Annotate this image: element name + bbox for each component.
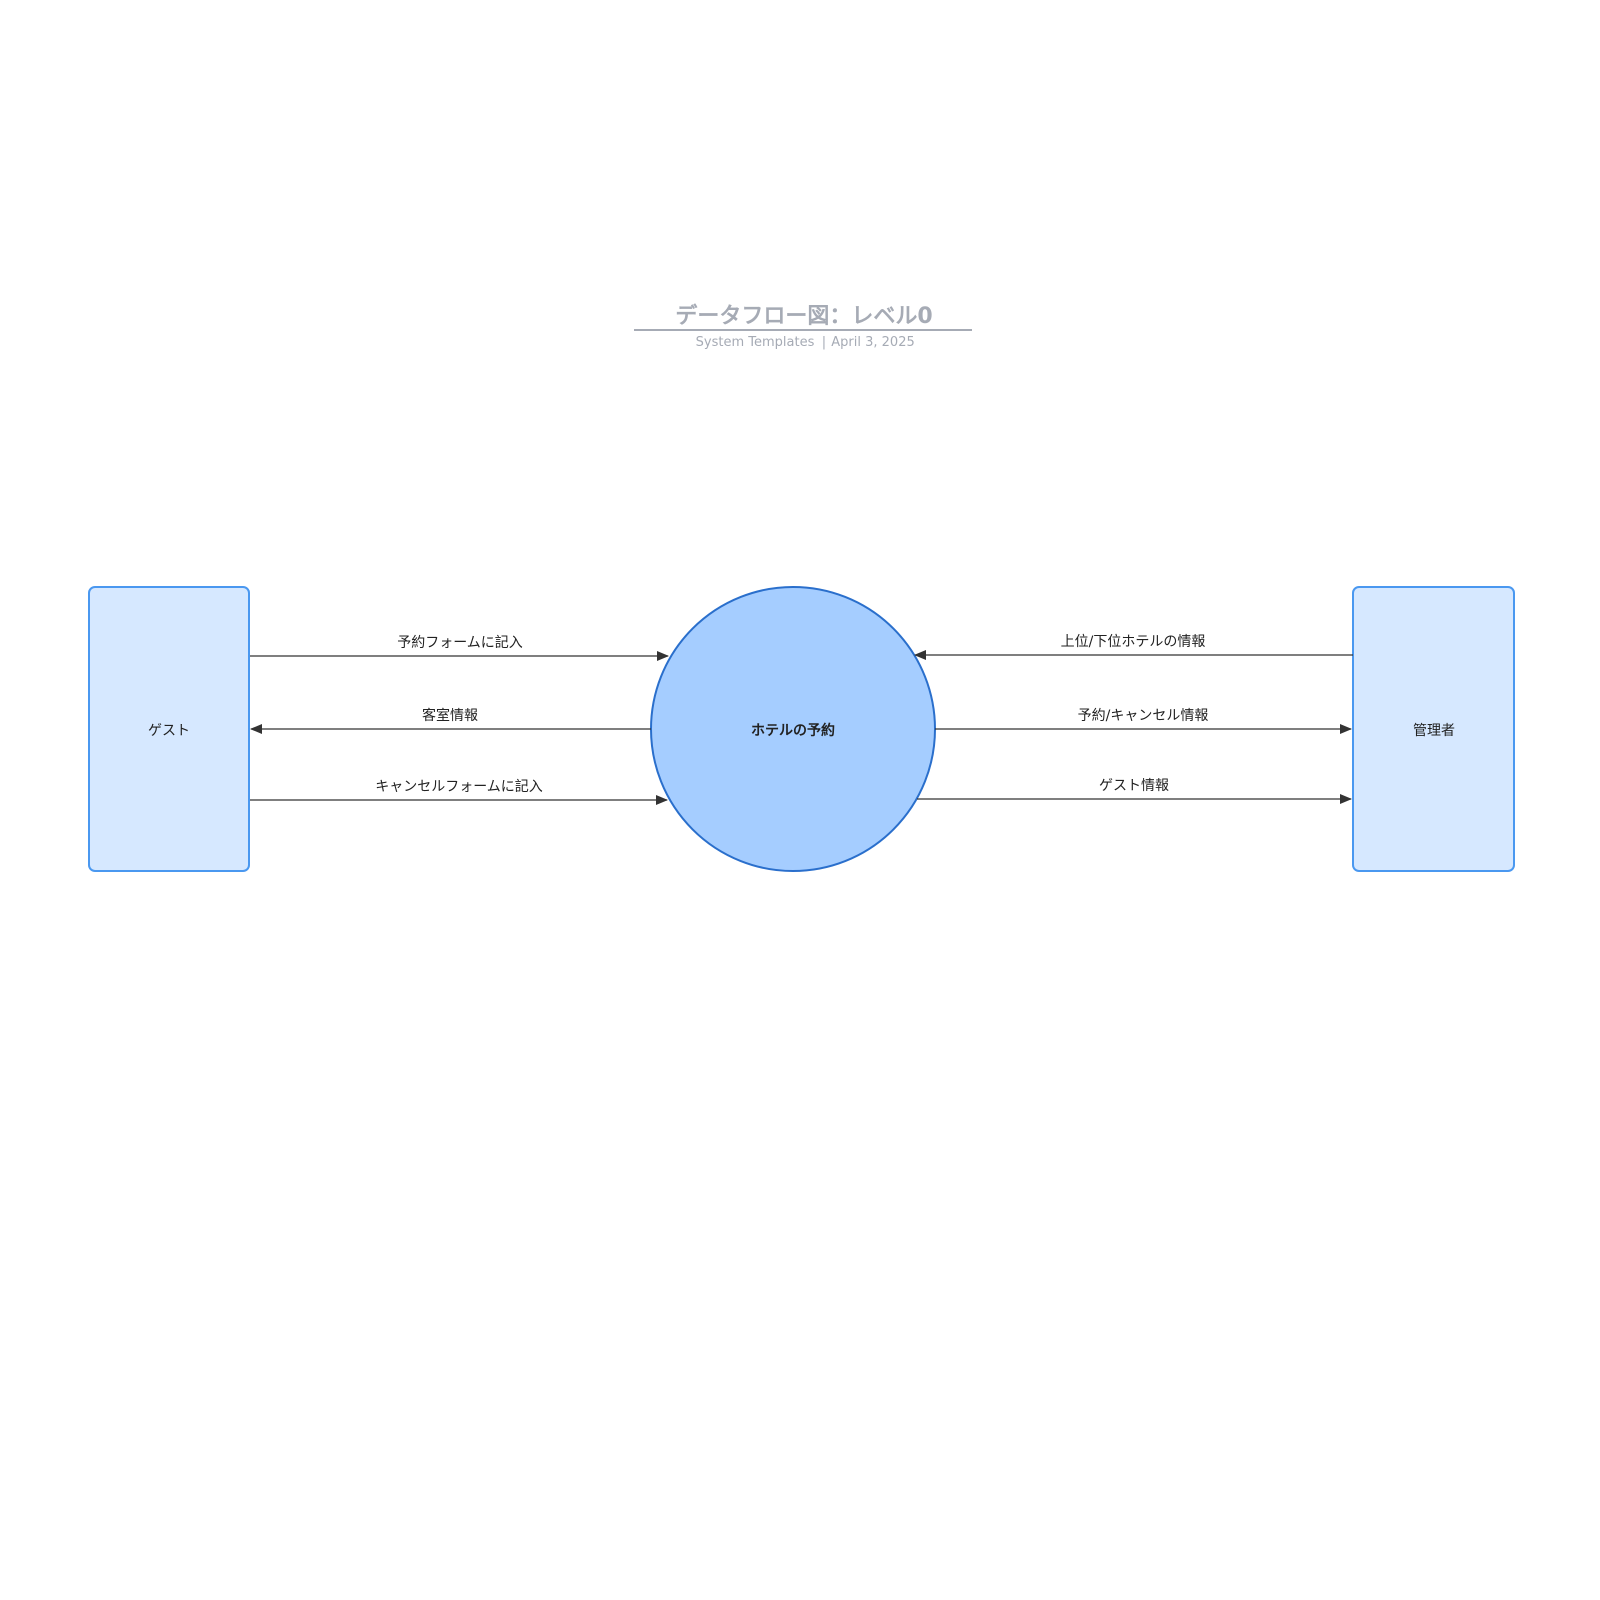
entity-admin-label: 管理者: [1413, 723, 1455, 739]
process-hotel-reservation[interactable]: ホテルの予約: [650, 586, 936, 872]
entity-admin[interactable]: 管理者: [1352, 586, 1515, 872]
flow-label-fill-cancel-form: キャンセルフォームに記入: [375, 778, 543, 795]
flow-label-hotel-rank-info: 上位/下位ホテルの情報: [1061, 634, 1206, 650]
flow-label-fill-reservation-form: 予約フォームに記入: [397, 634, 523, 651]
flow-label-reservation-cancel-info: 予約/キャンセル情報: [1078, 708, 1209, 724]
entity-admin-box[interactable]: [1352, 586, 1515, 872]
subtitle-separator: |: [822, 335, 826, 350]
diagram-title: データフロー図：レベル0: [675, 303, 932, 329]
flow-label-guest-info: ゲスト情報: [1099, 778, 1169, 794]
subtitle-date: April 3, 2025: [831, 335, 914, 350]
entity-guest-label: ゲスト: [148, 723, 190, 739]
process-label: ホテルの予約: [751, 722, 835, 739]
entity-guest[interactable]: ゲスト: [88, 586, 250, 872]
entity-guest-box[interactable]: [88, 586, 250, 872]
flow-label-room-info: 客室情報: [422, 707, 478, 724]
subtitle-author: System Templates: [696, 335, 815, 350]
